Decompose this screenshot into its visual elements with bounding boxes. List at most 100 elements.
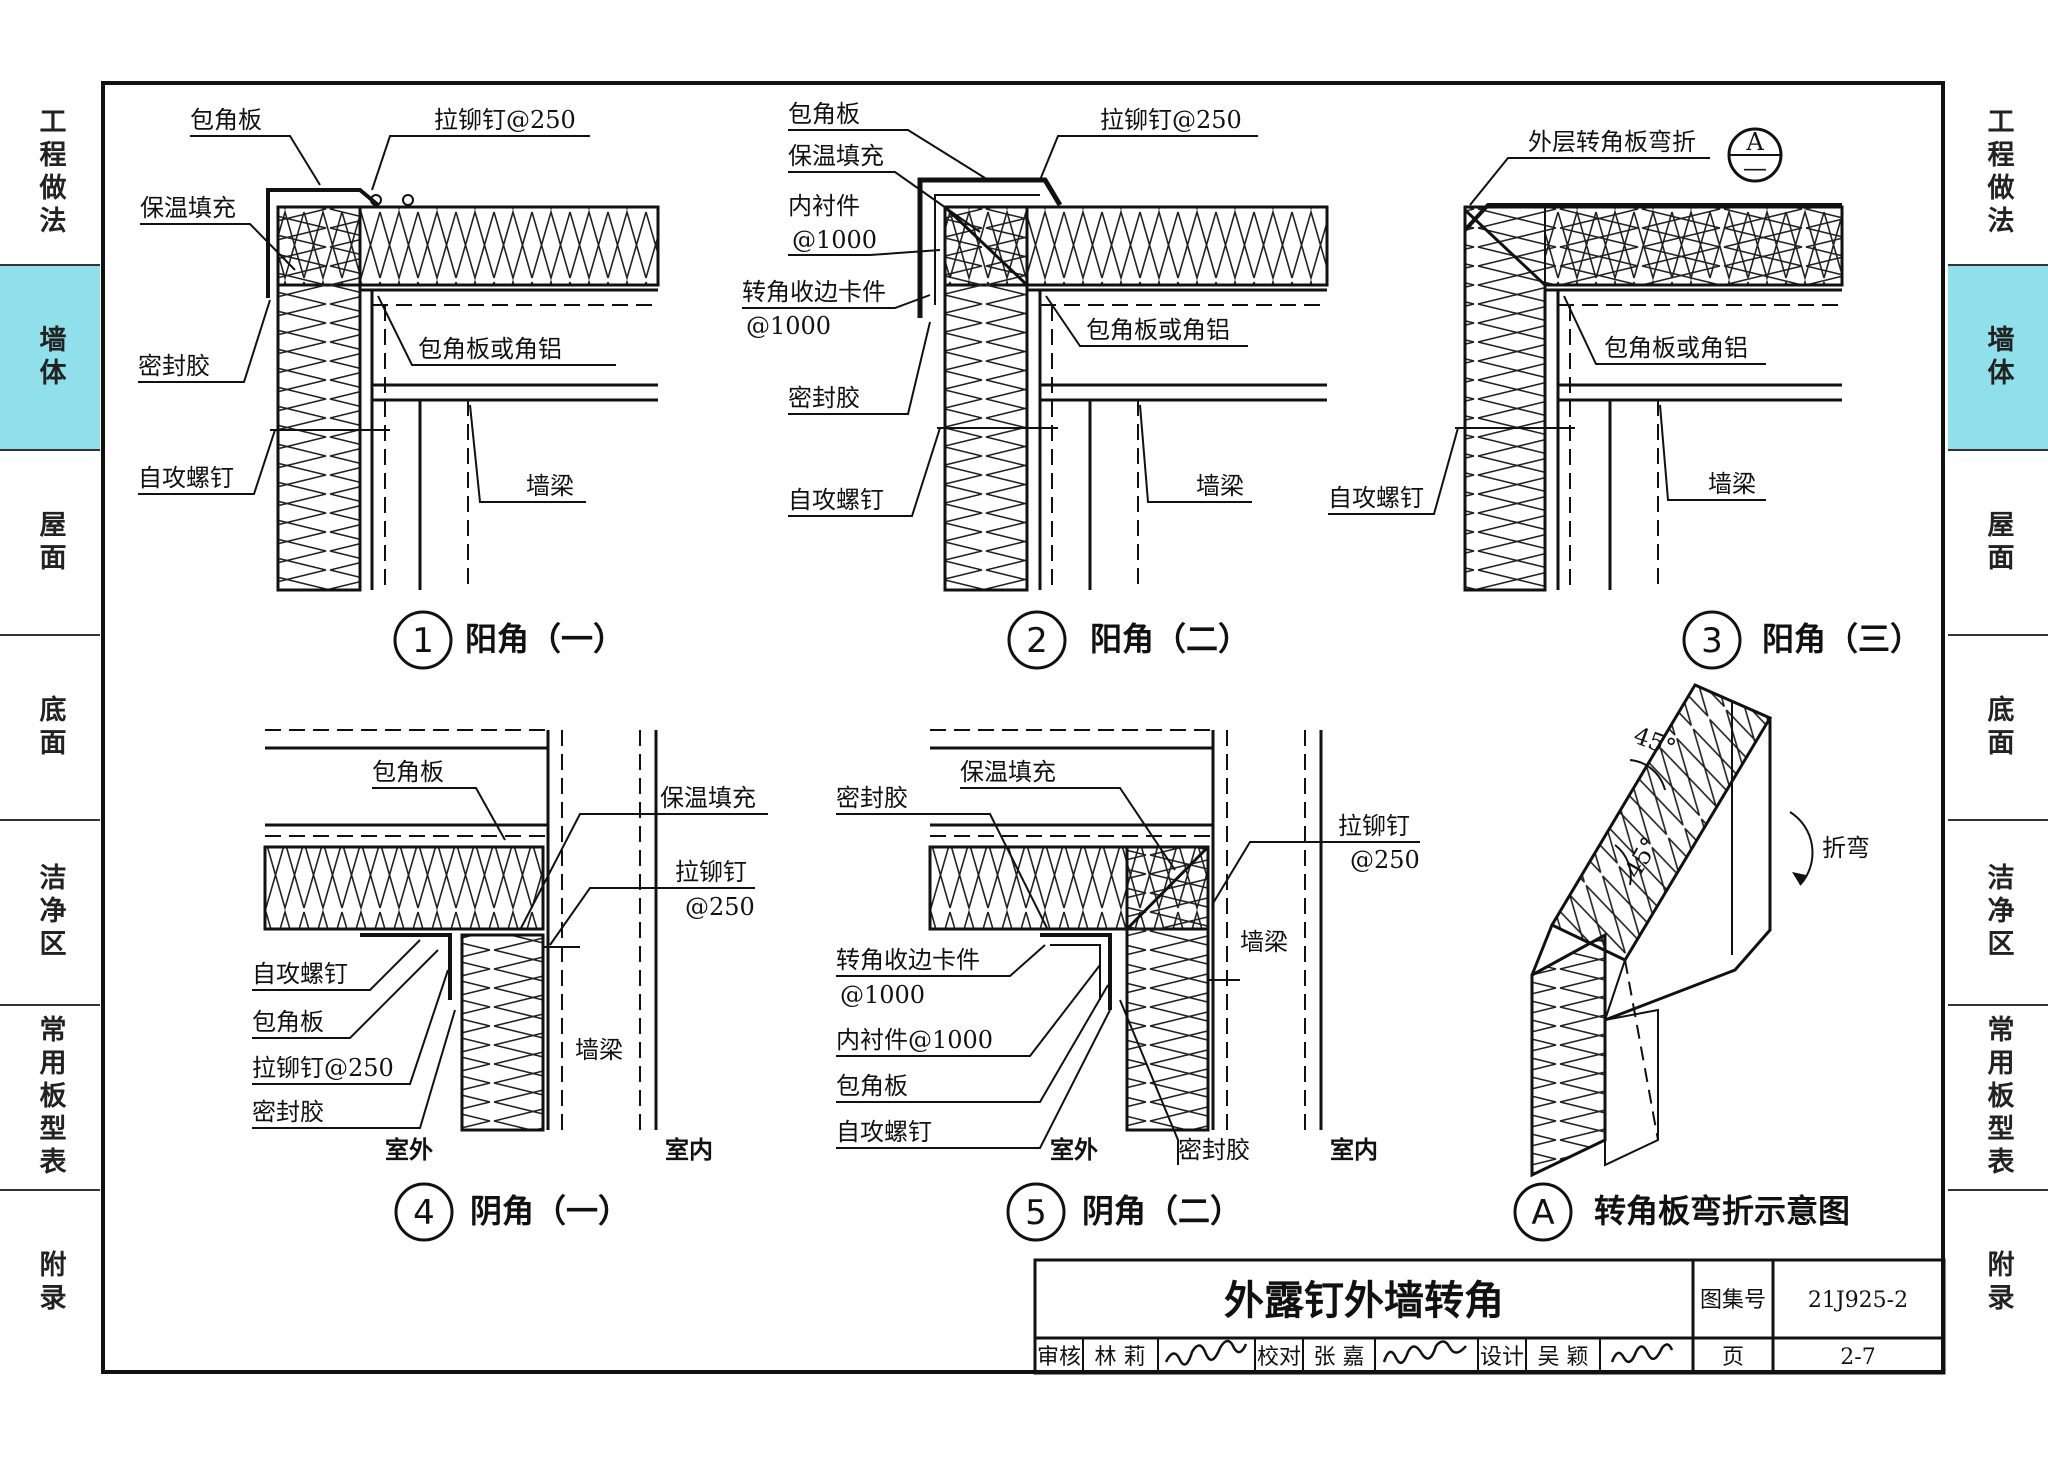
checker-name: 张 嘉: [1314, 1345, 1365, 1370]
nav-tab-banxingbiao[interactable]: 常用板型表: [0, 1006, 100, 1191]
nav-tab-qiangti[interactable]: 墙体: [1948, 266, 2048, 451]
page-number: 2-7: [1840, 1345, 1875, 1370]
d1-label-lamao: 拉铆钉@250: [434, 106, 576, 134]
d2-label-baowen: 保温填充: [788, 142, 884, 170]
d2-label-lamao: 拉铆钉@250: [1100, 106, 1242, 134]
nav-tab-wumian[interactable]: 屋面: [1948, 451, 2048, 636]
d2-caption: 阳角（二）: [1090, 620, 1250, 658]
d2-corner-flashing: [917, 177, 1063, 318]
d1-label-baowen: 保温填充: [140, 194, 236, 222]
d5-label-mifeng2: 密封胶: [1178, 1136, 1250, 1164]
d1-label-qiangliang: 墙梁: [526, 472, 574, 500]
d4-corner-flashing: [360, 933, 452, 1000]
reviewer-signature: [1164, 1339, 1248, 1366]
d5-label-luoding: 自攻螺钉: [836, 1118, 932, 1146]
d5-wall-panel: [1125, 845, 1210, 1132]
d5-label-baojiao: 包角板: [836, 1072, 908, 1100]
d4-number: 4: [413, 1193, 435, 1233]
d1-number: 1: [412, 621, 434, 661]
designer-signature: [1610, 1343, 1674, 1364]
d5-label-shiwai: 室外: [1050, 1135, 1098, 1164]
review-label: 审核: [1037, 1345, 1081, 1370]
d3-label-waiceng: 外层转角板弯折: [1528, 128, 1696, 156]
atlas-label: 图集号: [1700, 1288, 1766, 1313]
d5-label-neichen: 内衬件@1000: [836, 1026, 993, 1054]
d2-label-neichen-at: @1000: [792, 226, 877, 254]
d3-ref-top: A: [1745, 128, 1764, 156]
d2-label-kajian-at: @1000: [746, 312, 831, 340]
d5-corner-flashing: [1040, 933, 1112, 1010]
d4-label-lamao-at: @250: [685, 893, 755, 921]
d4-label-lamao2: 拉铆钉@250: [252, 1054, 394, 1082]
d4-label-shinei: 室内: [665, 1135, 713, 1164]
d4-label-baojiao2: 包角板: [252, 1008, 324, 1036]
nav-tab-jiejingqu[interactable]: 洁净区: [0, 821, 100, 1006]
d2-label-baojiao: 包角板: [788, 100, 860, 128]
d1-number-circle: [393, 610, 453, 670]
nav-tab-gongcheng[interactable]: 工程做法: [0, 81, 100, 266]
d5-label-shinei: 室内: [1330, 1135, 1378, 1164]
dA-number: A: [1531, 1193, 1554, 1233]
d5-label-qiangliang: 墙梁: [1240, 928, 1288, 956]
d2-number-circle: [1007, 610, 1067, 670]
check-label: 校对: [1257, 1345, 1301, 1370]
reviewer-name: 林 莉: [1095, 1345, 1146, 1370]
d3-caption: 阳角（三）: [1762, 620, 1922, 658]
nav-tab-banxingbiao[interactable]: 常用板型表: [1948, 1006, 2048, 1191]
dA-lower-panel: [1530, 932, 1607, 1178]
d2-label-mifeng: 密封胶: [788, 384, 860, 412]
nav-tab-fulu[interactable]: 附录: [34, 1249, 66, 1316]
d1-label-baojiao: 包角板: [190, 106, 262, 134]
d3-label-qiangliang: 墙梁: [1708, 470, 1756, 498]
title-block: 外露钉外墙转角 图集号 21J925-2 审核 林 莉 校对 张 嘉 设计 吴 …: [1033, 1258, 1946, 1375]
atlas-number: 21J925-2: [1808, 1288, 1908, 1313]
detail-2: 包角板 拉铆钉@250 保温填充 内衬件 @1000 转角收边卡件 @1000 …: [742, 100, 1329, 670]
d4-roof-panel: [263, 845, 545, 931]
nav-tab-jiejingqu[interactable]: 洁净区: [1948, 821, 2048, 1006]
dA-bend-arrow: [1789, 811, 1814, 886]
d1-caption: 阳角（一）: [465, 620, 625, 658]
d3-number: 3: [1701, 621, 1723, 661]
d2-label-jiaolv: 包角板或角铝: [1086, 316, 1230, 344]
d3-number-circle: [1682, 610, 1742, 670]
d5-number-circle: [1006, 1182, 1066, 1242]
design-label: 设计: [1480, 1345, 1524, 1370]
d2-wall-panel: [943, 205, 1029, 592]
nav-tab-dimian[interactable]: 底面: [0, 636, 100, 821]
nav-tab-qiangti[interactable]: 墙体: [0, 266, 100, 451]
d4-label-baowen: 保温填充: [660, 784, 756, 812]
d1-corner-flashing: [266, 188, 380, 298]
nav-tab-fulu[interactable]: 附录: [1982, 1249, 2014, 1316]
nav-tab-dimian[interactable]: 底面: [1948, 636, 2048, 821]
page-label: 页: [1722, 1345, 1744, 1370]
d4-label-shiwai: 室外: [385, 1135, 433, 1164]
drawing-title: 外露钉外墙转角: [1224, 1278, 1504, 1324]
nav-tab-wumian[interactable]: 屋面: [0, 451, 100, 636]
detail-A: 45° 45° 折弯 A 转角板弯折示意图: [1513, 683, 1870, 1242]
d4-label-lamao: 拉铆钉: [675, 858, 747, 886]
d2-number: 2: [1026, 621, 1048, 661]
nav-tab-gongcheng[interactable]: 工程做法: [1948, 81, 2048, 266]
detail-5: 保温填充 密封胶 拉铆钉 @250 墙梁 转角收边卡件 @1000 内衬件@10…: [836, 729, 1420, 1242]
d4-label-baojiao: 包角板: [372, 758, 444, 786]
d4-number-circle: [394, 1182, 454, 1242]
d4-caption: 阴角（一）: [470, 1192, 630, 1230]
designer-name: 吴 颖: [1538, 1345, 1589, 1370]
d5-label-kajian: 转角收边卡件: [836, 946, 980, 974]
d1-label-mifeng: 密封胶: [138, 352, 210, 380]
d2-label-kajian: 转角收边卡件: [742, 278, 886, 306]
dA-upper-panel: [1549, 683, 1773, 962]
d1-label-luoding: 自攻螺钉: [138, 464, 234, 492]
d3-label-jiaolv: 包角板或角铝: [1604, 334, 1748, 362]
d5-label-mifeng: 密封胶: [836, 784, 908, 812]
detail-4: 包角板 保温填充 拉铆钉 @250 自攻螺钉 包角板 拉铆钉@250 密封胶 墙…: [252, 729, 768, 1242]
dA-number-circle: [1513, 1182, 1573, 1242]
d2-label-luoding: 自攻螺钉: [788, 486, 884, 514]
d1-label-jiaolv: 包角板或角铝: [418, 335, 562, 363]
d4-wall-panel: [460, 933, 545, 1132]
d5-number: 5: [1025, 1193, 1047, 1233]
d1-wall-panel: [276, 205, 362, 592]
d4-label-mifeng: 密封胶: [252, 1098, 324, 1126]
d5-label-kajian-at: @1000: [840, 981, 925, 1009]
